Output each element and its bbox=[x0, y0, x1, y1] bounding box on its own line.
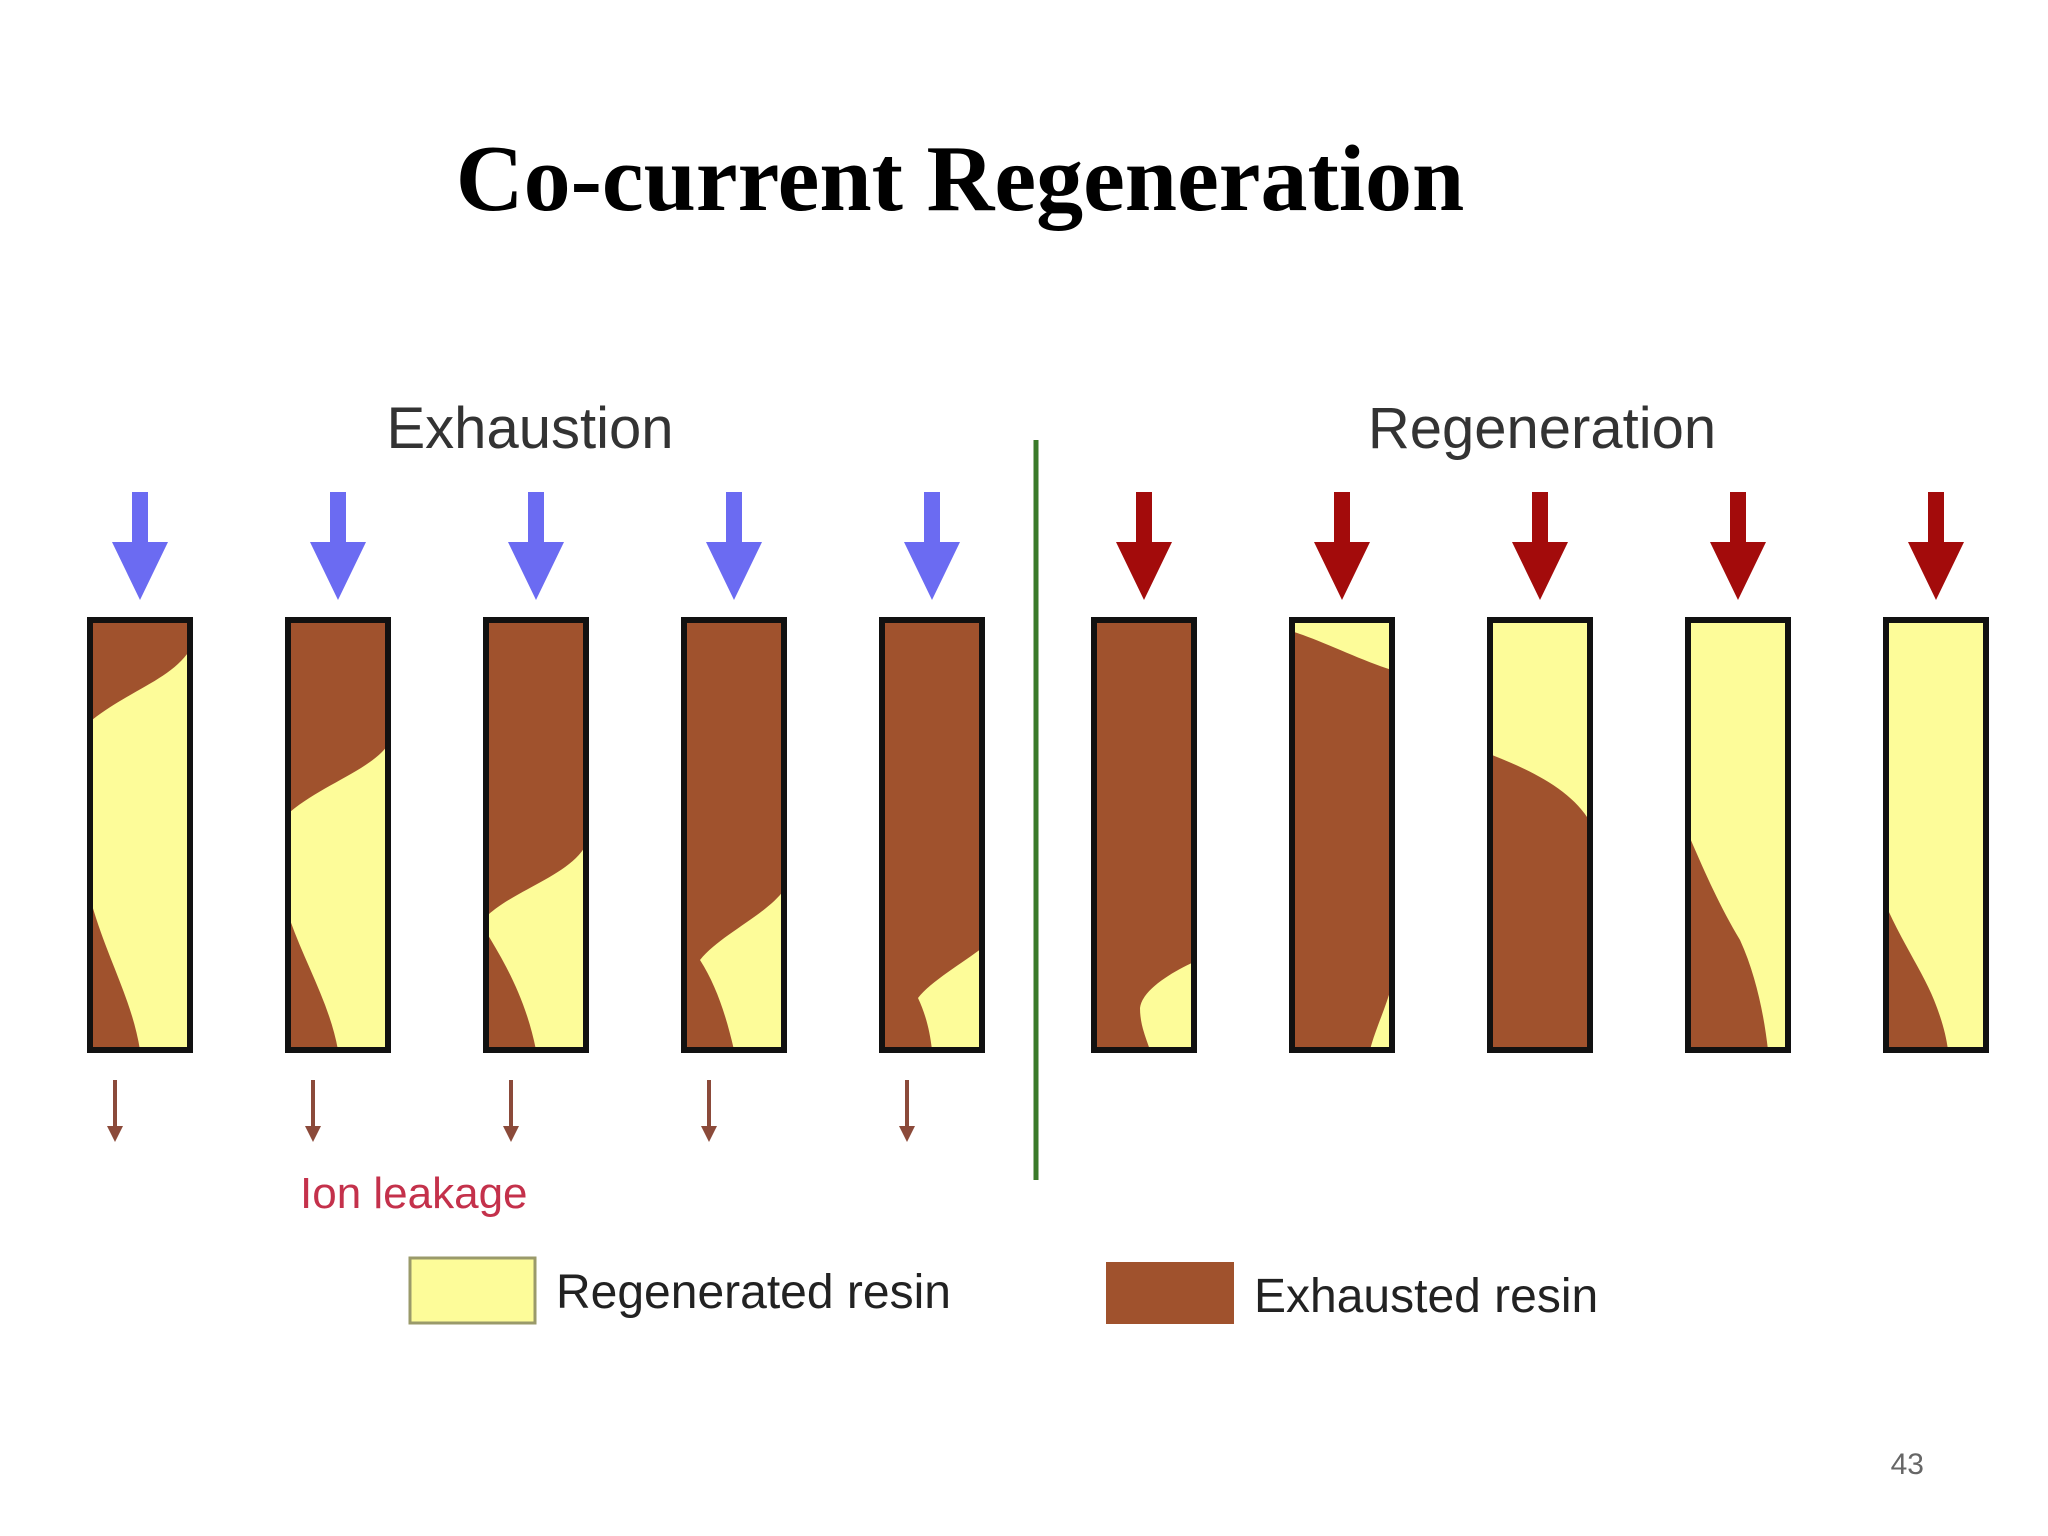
down-arrow-icon bbox=[1116, 492, 1172, 600]
resin-column-10 bbox=[1883, 617, 1989, 1053]
resin-column-5 bbox=[879, 617, 985, 1053]
legend-regenerated-label: Regenerated resin bbox=[556, 1266, 951, 1319]
down-arrow-icon bbox=[706, 492, 762, 600]
small-down-arrow-icon bbox=[107, 1080, 123, 1142]
ion-leakage-label: Ion leakage bbox=[300, 1169, 528, 1218]
legend: Regenerated resin Exhausted resin bbox=[408, 1256, 1598, 1325]
small-down-arrow-icon bbox=[701, 1080, 717, 1142]
resin-column-4 bbox=[681, 617, 787, 1053]
small-down-arrow-icon bbox=[899, 1080, 915, 1142]
down-arrow-icon bbox=[112, 492, 168, 600]
regeneration-flow-arrows bbox=[1116, 492, 1964, 600]
exhaustion-heading: Exhaustion bbox=[387, 396, 674, 461]
resin-column-9 bbox=[1685, 617, 1791, 1053]
down-arrow-icon bbox=[1908, 492, 1964, 600]
resin-column-7 bbox=[1289, 617, 1395, 1053]
legend-exhausted-label: Exhausted resin bbox=[1254, 1270, 1598, 1323]
down-arrow-icon bbox=[1314, 492, 1370, 600]
legend-exhausted-swatch bbox=[1106, 1262, 1234, 1324]
legend-regenerated-swatch bbox=[408, 1256, 537, 1325]
down-arrow-icon bbox=[508, 492, 564, 600]
resin-column-6 bbox=[1091, 617, 1197, 1053]
ion-leakage-arrows bbox=[107, 1080, 915, 1142]
down-arrow-icon bbox=[1710, 492, 1766, 600]
small-down-arrow-icon bbox=[503, 1080, 519, 1142]
resin-column-3 bbox=[483, 617, 589, 1053]
regeneration-heading: Regeneration bbox=[1368, 396, 1716, 461]
resin-column-2 bbox=[285, 617, 391, 1053]
slide-title: Co-current Regeneration bbox=[455, 127, 1465, 231]
resin-column-8 bbox=[1487, 617, 1593, 1053]
small-down-arrow-icon bbox=[305, 1080, 321, 1142]
down-arrow-icon bbox=[904, 492, 960, 600]
page-number: 43 bbox=[1890, 1448, 1924, 1481]
exhaustion-flow-arrows bbox=[112, 492, 960, 600]
down-arrow-icon bbox=[1512, 492, 1568, 600]
down-arrow-icon bbox=[310, 492, 366, 600]
resin-column-1 bbox=[87, 617, 193, 1053]
